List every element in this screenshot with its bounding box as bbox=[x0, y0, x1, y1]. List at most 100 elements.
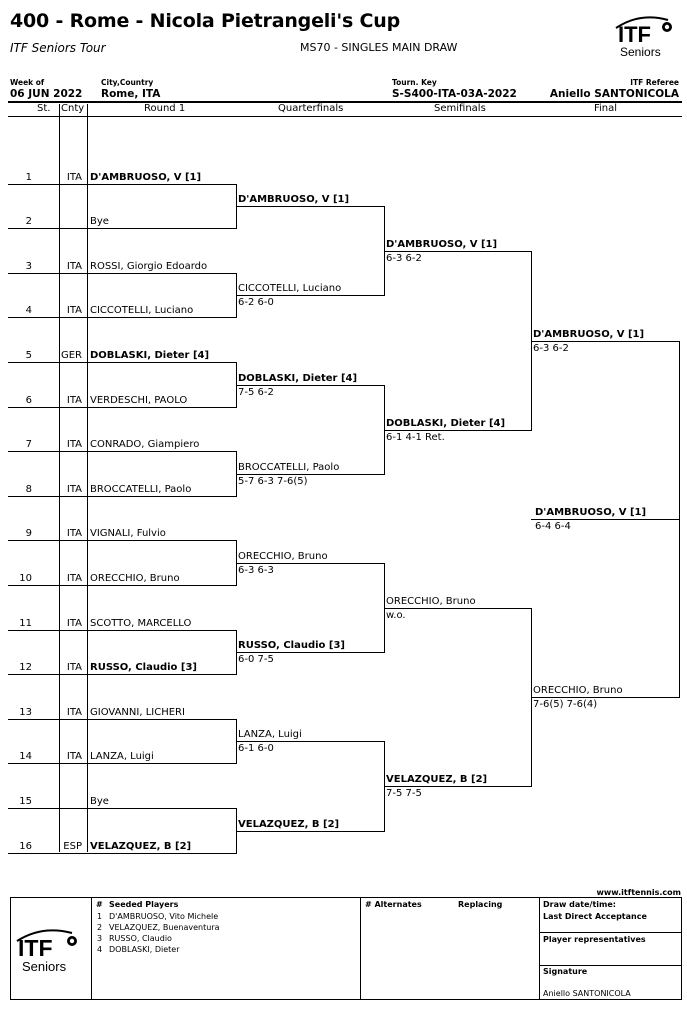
round1-player: VELAZQUEZ, B [2] bbox=[90, 841, 192, 852]
qf-player: CICCOTELLI, Luciano bbox=[238, 283, 342, 294]
seeded-label: Seeded Players bbox=[109, 900, 179, 909]
round1-player: CICCOTELLI, Luciano bbox=[90, 305, 194, 316]
round1-player: LANZA, Luigi bbox=[90, 751, 154, 762]
round1-line bbox=[8, 362, 236, 363]
country-code: ITA bbox=[66, 751, 82, 762]
draw-position: 4 bbox=[25, 305, 32, 316]
draw-position: 15 bbox=[19, 796, 32, 807]
seed-player: DOBLASKI, Dieter bbox=[109, 945, 180, 954]
qf-player: ORECCHIO, Bruno bbox=[238, 551, 328, 562]
draw-position: 9 bbox=[25, 528, 32, 539]
qf-line bbox=[236, 295, 385, 296]
last-direct-label: Last Direct Acceptance bbox=[543, 912, 647, 921]
page-title: 400 - Rome - Nicola Pietrangeli's Cup bbox=[10, 10, 400, 32]
seed-number: 4 bbox=[97, 945, 103, 954]
round1-player: ORECCHIO, Bruno bbox=[90, 573, 180, 584]
svg-text:Seniors: Seniors bbox=[620, 45, 661, 59]
sf-score: w.o. bbox=[386, 610, 406, 621]
header-rule bbox=[8, 101, 682, 103]
champion-score: 6-4 6-4 bbox=[535, 521, 571, 532]
round1-line bbox=[8, 317, 236, 318]
key-label: Tourn. Key bbox=[392, 78, 437, 87]
col-round1: Round 1 bbox=[144, 103, 186, 114]
col-cnty: Cnty bbox=[61, 103, 85, 114]
seeded-hash: # bbox=[96, 900, 103, 909]
round1-line bbox=[8, 540, 236, 541]
country-code: ITA bbox=[66, 484, 82, 495]
footer-box bbox=[10, 897, 682, 1000]
alternates-label: # Alternates bbox=[365, 900, 422, 909]
round1-player: Bye bbox=[90, 216, 109, 227]
footer-divider-2 bbox=[360, 897, 361, 999]
qf-score: 6-0 7-5 bbox=[238, 654, 274, 665]
champion-line bbox=[531, 519, 680, 520]
draw-position: 1 bbox=[25, 172, 32, 183]
qf-player: VELAZQUEZ, B [2] bbox=[238, 819, 340, 830]
country-code: ITA bbox=[66, 305, 82, 316]
champion-name: D'AMBRUOSO, V [1] bbox=[535, 507, 647, 518]
sf-score: 7-5 7-5 bbox=[386, 788, 422, 799]
sf-player: VELAZQUEZ, B [2] bbox=[386, 774, 488, 785]
country-code: ESP bbox=[63, 841, 82, 852]
qf-score: 6-1 6-0 bbox=[238, 743, 274, 754]
draw-position: 14 bbox=[19, 751, 32, 762]
draw-date-label: Draw date/time: bbox=[543, 900, 616, 909]
seed-number: 3 bbox=[97, 934, 103, 943]
country-code: ITA bbox=[66, 395, 82, 406]
round1-line bbox=[8, 763, 236, 764]
qf-score: 6-3 6-3 bbox=[238, 565, 274, 576]
draw-position: 11 bbox=[19, 618, 32, 629]
seed-player: VELAZQUEZ, Buenaventura bbox=[109, 923, 220, 932]
round1-line bbox=[8, 407, 236, 408]
itf-seniors-logo: ITF Seniors bbox=[612, 10, 680, 60]
round1-line bbox=[8, 496, 236, 497]
itf-seniors-logo-footer: ITF Seniors bbox=[14, 925, 84, 975]
country-code: ITA bbox=[66, 573, 82, 584]
country-code: ITA bbox=[66, 261, 82, 272]
country-code: ITA bbox=[66, 707, 82, 718]
round1-player: RUSSO, Claudio [3] bbox=[90, 662, 198, 673]
round1-line bbox=[8, 674, 236, 675]
qf-line bbox=[236, 741, 385, 742]
round1-player: CONRADO, Giampiero bbox=[90, 439, 200, 450]
svg-text:ITF: ITF bbox=[18, 935, 53, 961]
seed-number: 2 bbox=[97, 923, 103, 932]
referee-label: ITF Referee bbox=[630, 78, 679, 87]
final-player: D'AMBRUOSO, V [1] bbox=[533, 329, 645, 340]
website: www.itftennis.com bbox=[596, 888, 681, 897]
sf-line bbox=[384, 786, 532, 787]
sf-line bbox=[384, 251, 532, 252]
seed-number: 1 bbox=[97, 912, 103, 921]
round1-player: SCOTTO, MARCELLO bbox=[90, 618, 192, 629]
city-value: Rome, ITA bbox=[101, 88, 161, 100]
round1-player: GIOVANNI, LICHERI bbox=[90, 707, 185, 718]
round1-player: Bye bbox=[90, 796, 109, 807]
final-player: ORECCHIO, Bruno bbox=[533, 685, 623, 696]
referee-value: Aniello SANTONICOLA bbox=[549, 88, 679, 100]
draw-position: 13 bbox=[19, 707, 32, 718]
draw-position: 3 bbox=[25, 261, 32, 272]
draw-position: 5 bbox=[25, 350, 32, 361]
qf-line bbox=[236, 474, 385, 475]
round1-player: DOBLASKI, Dieter [4] bbox=[90, 350, 210, 361]
sf-player: DOBLASKI, Dieter [4] bbox=[386, 418, 506, 429]
col-semifinals: Semifinals bbox=[434, 103, 486, 114]
signature-label: Signature bbox=[543, 967, 588, 976]
qf-player: BROCCATELLI, Paolo bbox=[238, 462, 340, 473]
tour-name: ITF Seniors Tour bbox=[10, 41, 106, 55]
key-value: S-S400-ITA-03A-2022 bbox=[392, 88, 517, 100]
draw-position: 6 bbox=[25, 395, 32, 406]
city-label: City,Country bbox=[101, 78, 154, 87]
draw-position: 12 bbox=[19, 662, 32, 673]
seed-player: D'AMBRUOSO, Vito Michele bbox=[109, 912, 219, 921]
qf-line bbox=[236, 652, 385, 653]
qf-line bbox=[236, 385, 385, 386]
round1-player: ROSSI, Giorgio Edoardo bbox=[90, 261, 208, 272]
country-code: ITA bbox=[66, 662, 82, 673]
country-code: ITA bbox=[66, 172, 82, 183]
round1-line bbox=[8, 630, 236, 631]
week-label: Week of bbox=[10, 78, 45, 87]
svg-text:ITF: ITF bbox=[618, 22, 651, 47]
player-reps-label: Player representatives bbox=[543, 935, 646, 944]
draw-position: 8 bbox=[25, 484, 32, 495]
